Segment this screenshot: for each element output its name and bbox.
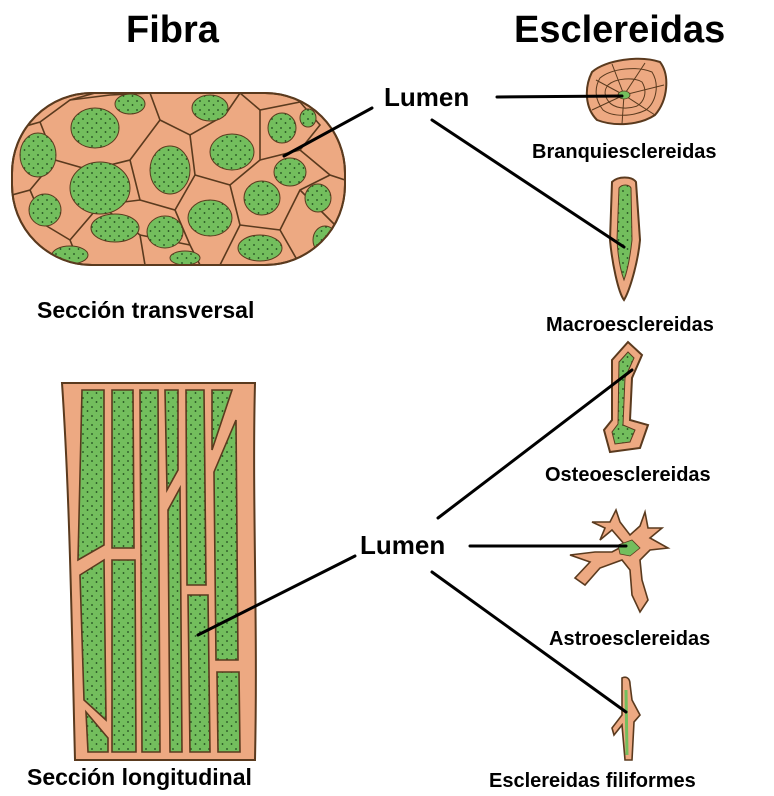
lumen-leader-branquiesclereida [497,96,622,97]
branquiesclereida-cell [587,59,666,124]
longitudinal-section-caption: Sección longitudinal [27,764,252,791]
astroesclereida-cell [570,510,668,612]
esclereidas-heading: Esclereidas [514,9,725,52]
astroesclereidas-label: Astroesclereidas [549,628,710,651]
osteoesclereidas-label: Osteoesclereidas [545,464,711,487]
fiber-longitudinal-section [62,383,256,760]
lumen-label-bottom: Lumen [360,530,445,561]
esclereida-filiforme-cell [612,677,640,760]
lumen-label-top: Lumen [384,82,469,113]
fibra-heading: Fibra [126,9,219,52]
cross-section-caption: Sección transversal [37,297,254,324]
lumen-leader-macroesclereida [432,120,624,247]
osteoesclereida-cell [604,342,648,452]
esclereidas-filiformes-label: Esclereidas filiformes [489,770,696,793]
branquiesclereidas-label: Branquiesclereidas [532,141,717,164]
fiber-cross-section [12,93,345,265]
lumen-leader-osteoesclereida [438,370,632,518]
macroesclereida-cell [610,178,640,301]
macroesclereidas-label: Macroesclereidas [546,314,714,337]
